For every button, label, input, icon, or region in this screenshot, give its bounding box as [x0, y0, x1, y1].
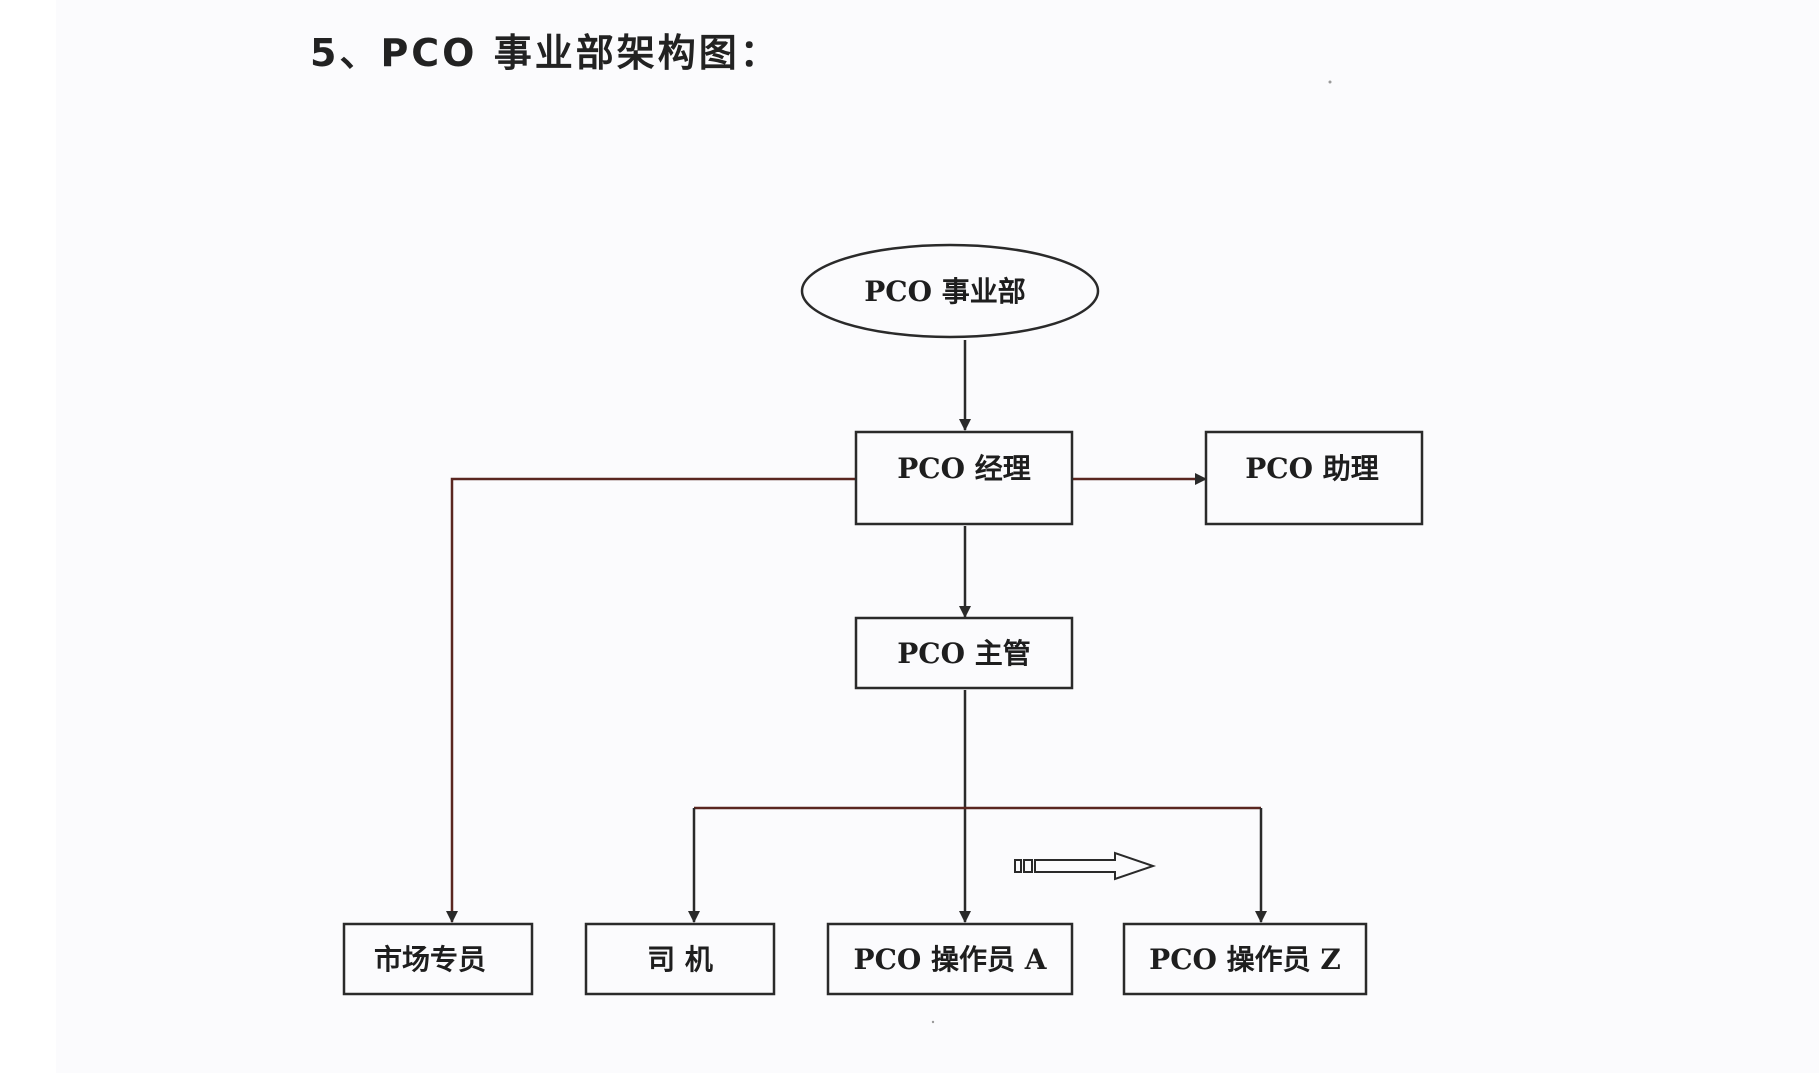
node-root-label: PCO 事业部 [864, 275, 1025, 308]
node-manager-label: PCO 经理 [897, 452, 1030, 485]
node-assistant-label: PCO 助理 [1245, 452, 1378, 485]
scan-speck [931, 1020, 935, 1024]
node-marketing [342, 922, 534, 996]
paper-sheet [56, 0, 1819, 1073]
node-root [800, 243, 1100, 339]
node-marketing-label: 市场专员 [374, 943, 486, 976]
node-operator-z-label: PCO 操作员 Z [1149, 943, 1341, 976]
node-operator-a [826, 922, 1074, 996]
continuation-arrow-icon [1014, 851, 1157, 881]
node-assistant [1204, 430, 1424, 526]
node-driver [584, 922, 776, 996]
node-supervisor [854, 616, 1074, 690]
node-operator-a-label: PCO 操作员 A [854, 943, 1048, 976]
scan-speck [1328, 80, 1332, 84]
node-supervisor-label: PCO 主管 [897, 637, 1030, 670]
node-operator-z [1122, 922, 1368, 996]
node-driver-label: 司 机 [647, 943, 713, 976]
edge-manager-to-marketing [446, 477, 856, 923]
node-manager [854, 430, 1074, 526]
document-title: 5、PCO 事业部架构图： [310, 31, 781, 75]
